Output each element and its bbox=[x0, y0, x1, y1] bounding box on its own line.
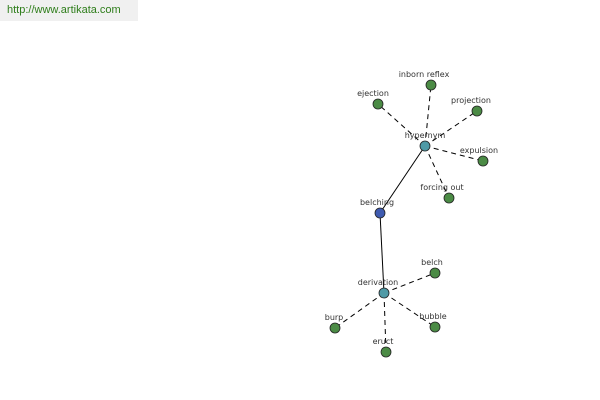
node-expulsion[interactable]: expulsion bbox=[460, 146, 498, 167]
node-belch[interactable]: belch bbox=[421, 258, 443, 279]
node-circle-expulsion[interactable] bbox=[477, 155, 489, 167]
node-circle-belching[interactable] bbox=[374, 207, 386, 219]
graph-nodes: belching hypernym derivation inborn reflex e… bbox=[325, 70, 498, 358]
node-circle-inborn-reflex[interactable] bbox=[425, 79, 437, 91]
node-belching[interactable]: belching bbox=[360, 198, 394, 219]
edge-derivation-eruct bbox=[383, 292, 387, 353]
node-label-ejection: ejection bbox=[357, 89, 389, 98]
node-circle-ejection[interactable] bbox=[372, 98, 384, 110]
node-circle-forcing-out[interactable] bbox=[443, 192, 455, 204]
edge-derivation-belch bbox=[383, 272, 436, 294]
edge-hypernym-projection bbox=[424, 110, 478, 147]
node-circle-bubble[interactable] bbox=[429, 321, 441, 333]
edge-derivation-bubble bbox=[383, 292, 436, 328]
node-label-eruct: eruct bbox=[373, 337, 394, 346]
site-url-watermark[interactable]: http://www.artikata.com bbox=[0, 0, 138, 21]
node-circle-burp[interactable] bbox=[329, 322, 341, 334]
edge-hypernym-ejection bbox=[377, 103, 426, 147]
node-circle-hypernym[interactable] bbox=[419, 140, 431, 152]
node-label-expulsion: expulsion bbox=[460, 146, 498, 155]
node-derivation[interactable]: derivation bbox=[358, 278, 398, 299]
node-eruct[interactable]: eruct bbox=[373, 337, 394, 358]
node-circle-eruct[interactable] bbox=[380, 346, 392, 358]
node-label-forcing-out: forcing out bbox=[420, 183, 463, 192]
node-burp[interactable]: burp bbox=[325, 313, 344, 334]
site-url-text[interactable]: http://www.artikata.com bbox=[7, 4, 121, 16]
node-forcing-out[interactable]: forcing out bbox=[420, 183, 464, 204]
node-label-belch: belch bbox=[421, 258, 443, 267]
graph-edges bbox=[334, 84, 484, 353]
edge-belching-derivation bbox=[379, 212, 385, 294]
edge-hypernym-forcing-out bbox=[424, 145, 450, 199]
node-label-projection: projection bbox=[451, 96, 491, 105]
edge-hypernym-expulsion bbox=[424, 145, 484, 162]
edge-belching-hypernym bbox=[379, 145, 426, 214]
edge-derivation-burp bbox=[334, 292, 385, 329]
node-label-derivation: derivation bbox=[358, 278, 398, 287]
node-circle-derivation[interactable] bbox=[378, 287, 390, 299]
node-label-belching: belching bbox=[360, 198, 394, 207]
node-bubble[interactable]: bubble bbox=[419, 312, 447, 333]
node-label-bubble: bubble bbox=[419, 312, 447, 321]
edge-hypernym-inborn-reflex bbox=[424, 84, 432, 147]
node-hypernym[interactable]: hypernym bbox=[405, 131, 446, 152]
node-projection[interactable]: projection bbox=[451, 96, 491, 117]
node-label-hypernym: hypernym bbox=[405, 131, 446, 140]
node-circle-projection[interactable] bbox=[471, 105, 483, 117]
node-label-burp: burp bbox=[325, 313, 344, 322]
node-inborn-reflex[interactable]: inborn reflex bbox=[399, 70, 450, 91]
node-circle-belch[interactable] bbox=[429, 267, 441, 279]
node-ejection[interactable]: ejection bbox=[357, 89, 389, 110]
node-label-inborn-reflex: inborn reflex bbox=[399, 70, 450, 79]
